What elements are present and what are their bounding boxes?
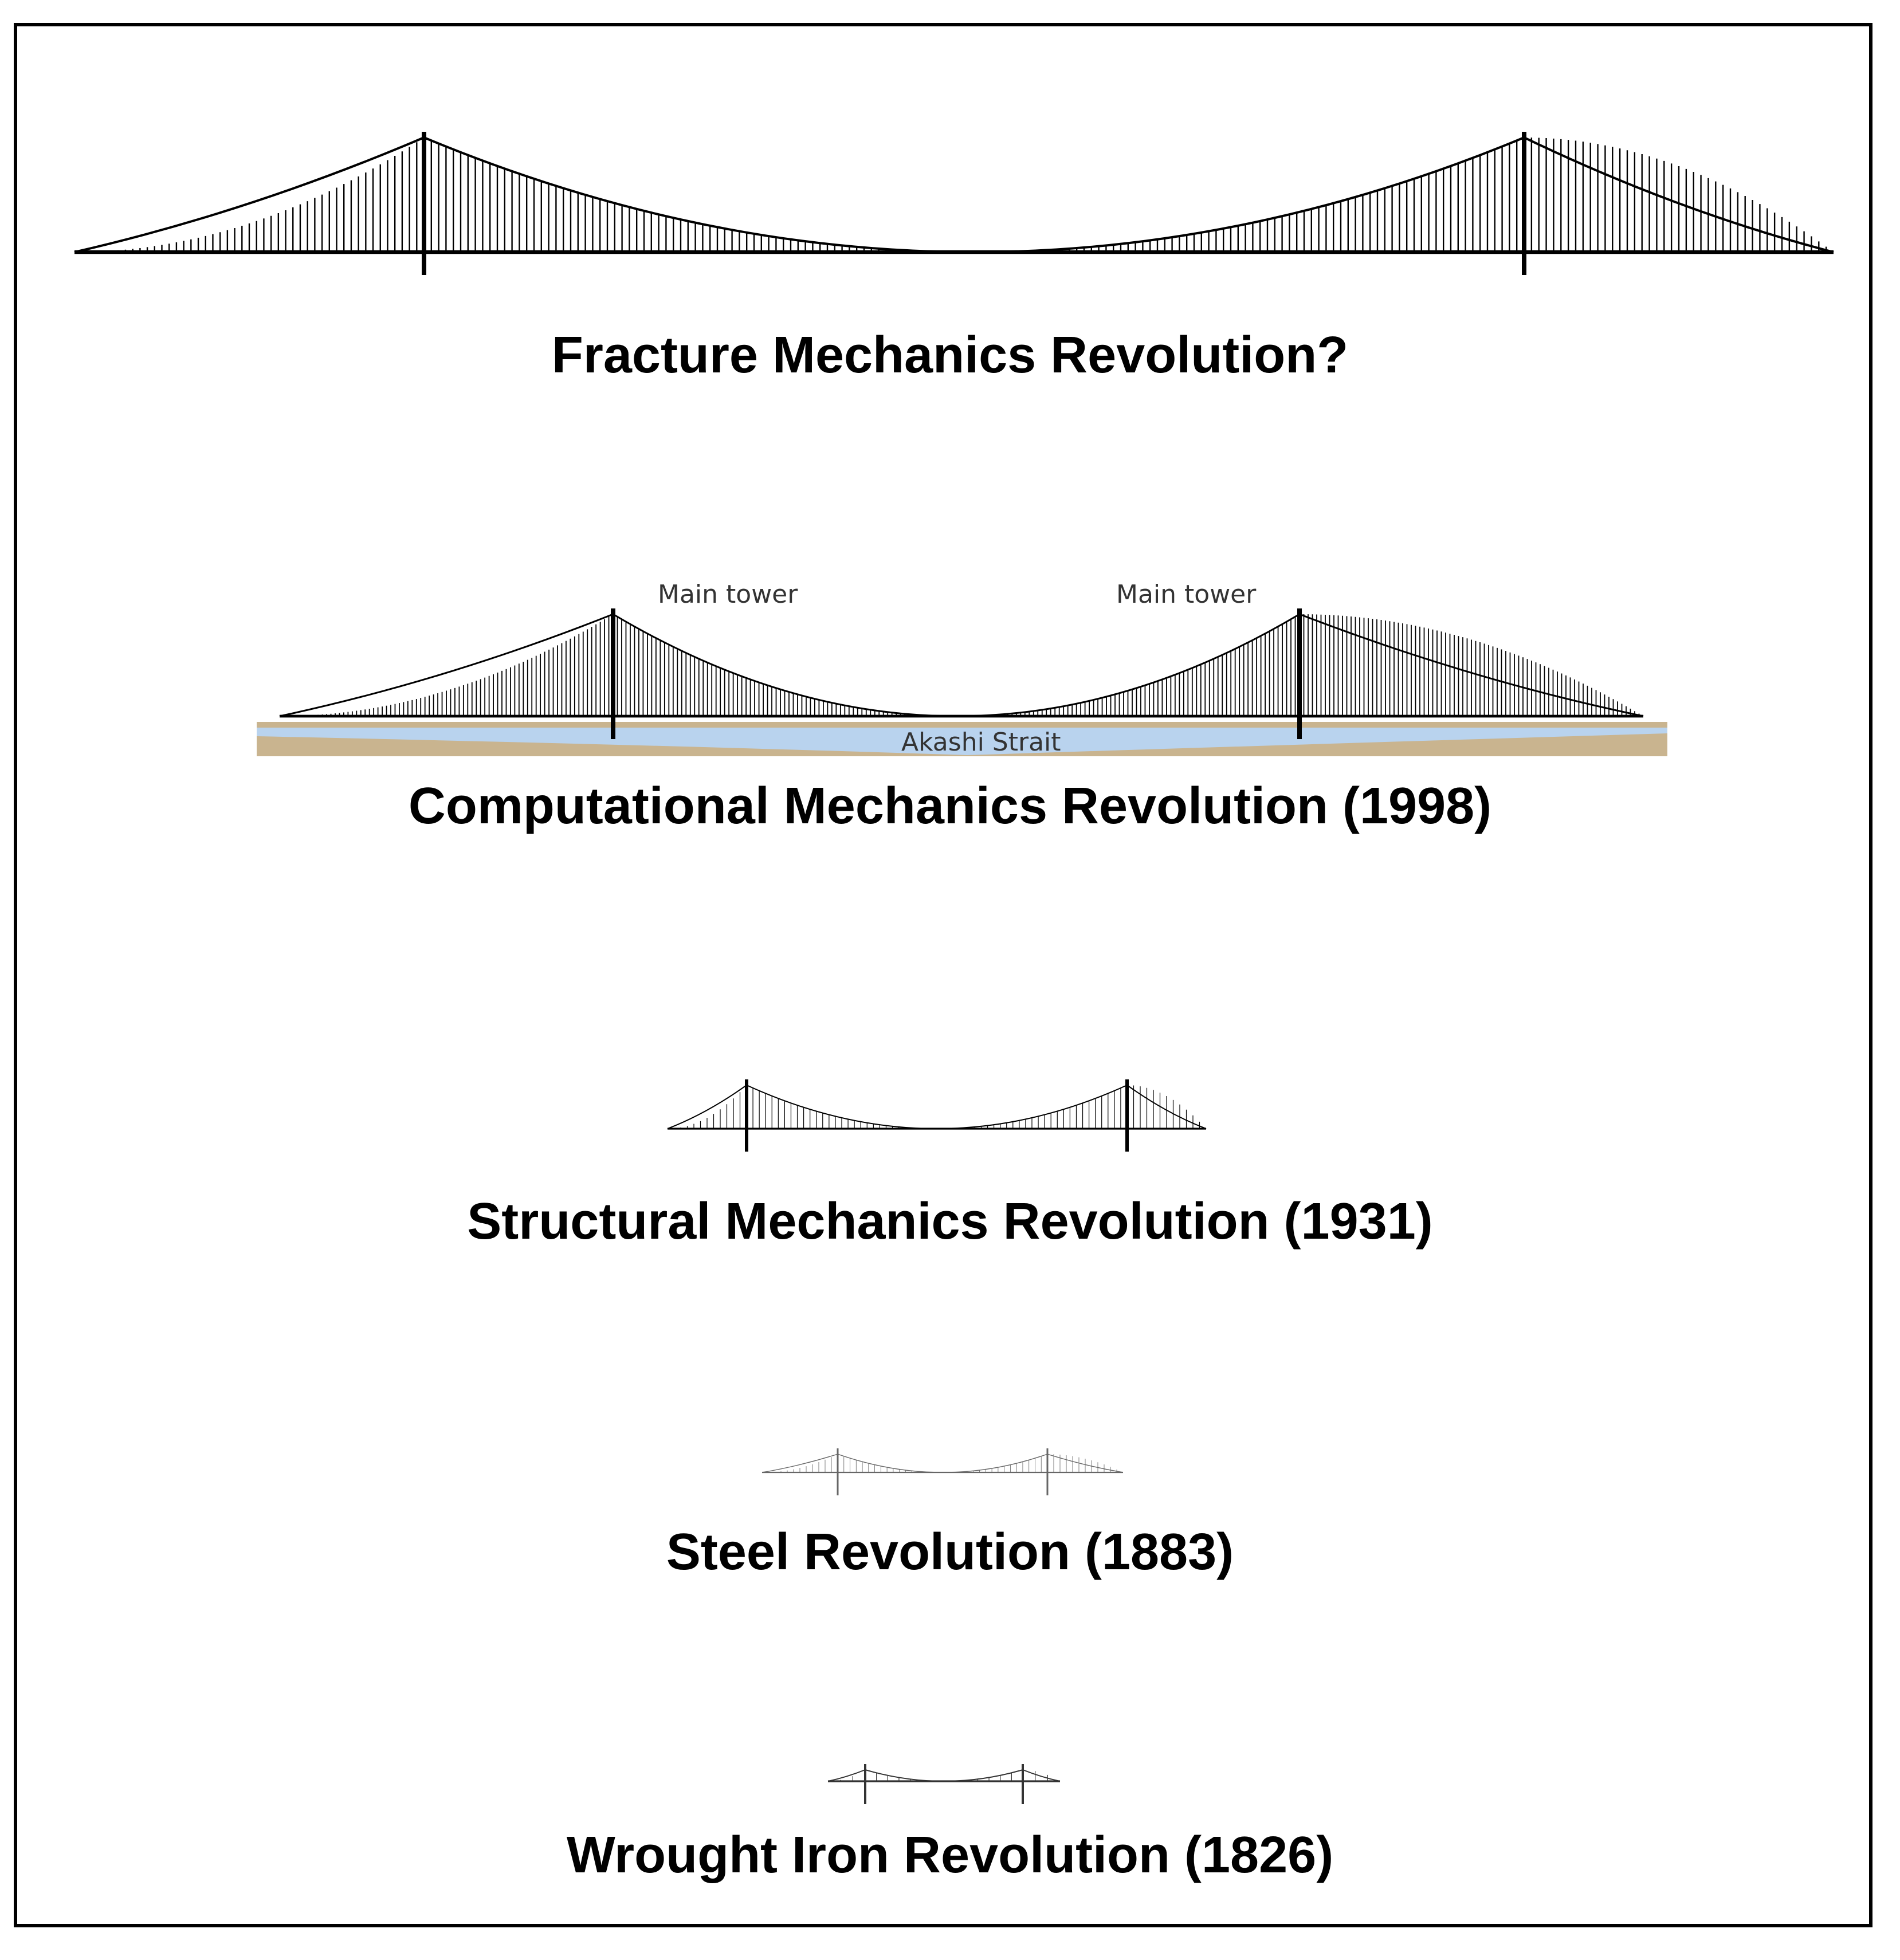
steel-structure <box>761 1448 1124 1495</box>
main-cable <box>865 1769 1023 1782</box>
water-label: Akashi Strait <box>901 728 1061 757</box>
fracture-structure <box>74 132 1834 275</box>
bridge-drawing-structural <box>667 1079 1207 1152</box>
tower-label-left: Main tower <box>658 580 798 609</box>
caption-fracture: Fracture Mechanics Revolution? <box>551 327 1349 384</box>
side-cable-right <box>1022 1769 1061 1782</box>
side-cable-left <box>827 1769 866 1782</box>
caption-structural: Structural Mechanics Revolution (1931) <box>467 1193 1433 1250</box>
caption-wrought: Wrought Iron Revolution (1826) <box>566 1827 1334 1884</box>
main-cable <box>423 136 1525 253</box>
bridge-drawing-steel <box>761 1448 1124 1495</box>
wrought-structure <box>827 1764 1061 1804</box>
bridge-drawing-fracture <box>74 132 1834 275</box>
figure-frame <box>14 23 1872 1927</box>
bridge-drawing-wrought <box>827 1764 1061 1804</box>
caption-steel: Steel Revolution (1883) <box>666 1523 1234 1581</box>
side-cable-left <box>667 1085 747 1129</box>
side-cable-left <box>74 136 425 253</box>
computational-structure <box>279 608 1644 739</box>
bridge-drawing-computational: Main tower Main tower Akashi Strait <box>257 580 1667 757</box>
main-cable <box>837 1454 1048 1473</box>
caption-computational: Computational Mechanics Revolution (1998… <box>408 777 1492 835</box>
tower-label-right: Main tower <box>1116 580 1257 609</box>
structural-structure <box>667 1079 1207 1152</box>
side-cable-left <box>761 1454 838 1473</box>
water-area <box>257 728 1667 755</box>
side-cable-left <box>279 613 614 717</box>
